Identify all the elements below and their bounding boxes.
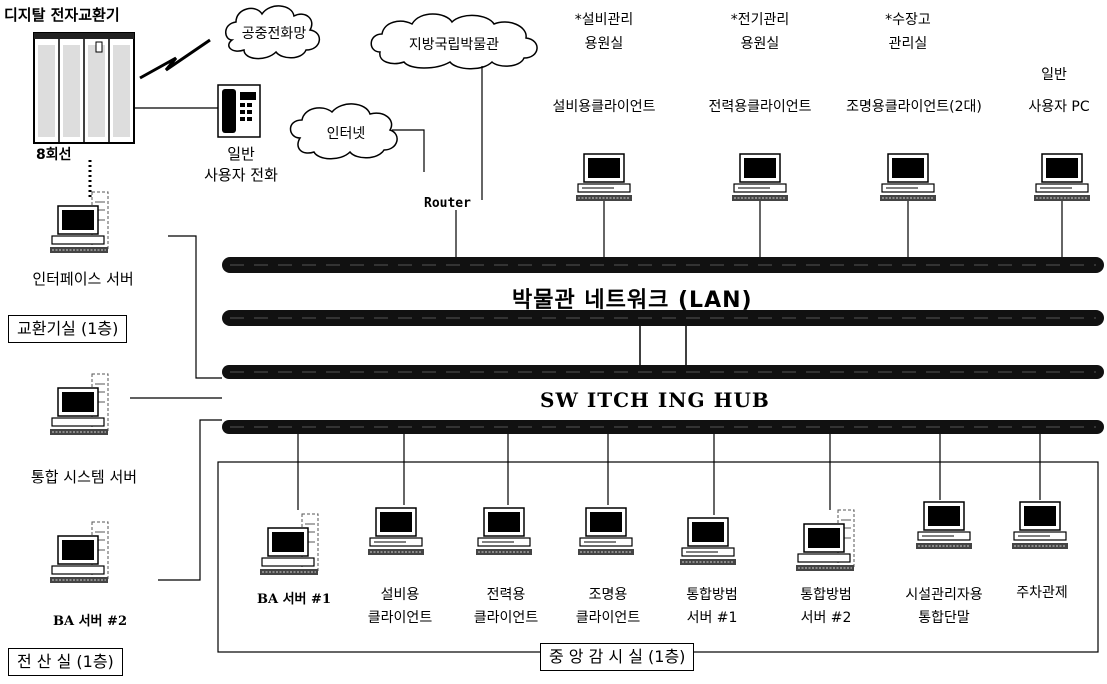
computer-room-label: 전 산 실 (1층) — [8, 648, 123, 676]
top-client-3-room-line1: *수장고 — [885, 12, 931, 28]
interface-server-label: 인터페이스 서버 — [32, 270, 134, 288]
phone-label: 일반 사용자 전화 — [186, 144, 296, 186]
pc-icon — [1033, 153, 1091, 202]
top-client-2-room: *전기관리 용원실 — [706, 8, 814, 56]
central-device-3-line2: 클라이언트 — [473, 610, 539, 626]
central-device-1-label: BA 서버 #1 — [257, 592, 331, 607]
top-client-3-room-line2: 관리실 — [888, 36, 928, 52]
top-client-1-label: 설비용클라이언트 — [552, 99, 656, 115]
switching-hub-bus — [222, 365, 1104, 434]
pc-icon — [475, 507, 533, 556]
pstn-cloud-label: 공중전화망 — [241, 26, 307, 42]
top-client-3-room: *수장고 관리실 — [854, 8, 962, 56]
central-device-5-label: 통합방범 서버 #1 — [662, 584, 762, 630]
pstn-cloud-icon — [225, 5, 320, 60]
internet-cloud-label: 인터넷 — [326, 126, 366, 142]
pc-icon — [679, 517, 737, 566]
museum-cloud-icon — [370, 13, 538, 70]
exchange-title: 디지탈 전자교환기 — [4, 6, 120, 24]
server-icon — [795, 509, 855, 572]
central-device-7-label: 시설관리자용 통합단말 — [884, 584, 1004, 630]
top-client-2-label: 전력용클라이언트 — [708, 99, 812, 115]
pc-icon — [879, 153, 937, 202]
top-client-1-room-line2: 용원실 — [584, 36, 624, 52]
phone-label-line1: 일반 — [227, 145, 255, 163]
top-client-1-room: *설비관리 용원실 — [550, 8, 658, 56]
ba-server-2-label: BA 서버 #2 — [53, 614, 127, 629]
central-room-label: 중 앙 감 시 실 (1층) — [540, 643, 695, 671]
central-device-5-line1: 통합방범 — [686, 587, 738, 603]
central-device-4-line2: 클라이언트 — [575, 610, 641, 626]
central-device-8-label: 주차관제 — [1016, 585, 1068, 601]
top-client-4-label: 사용자 PC — [1028, 99, 1090, 115]
pc-icon — [915, 501, 973, 550]
central-device-6-line1: 통합방범 — [800, 587, 852, 603]
interface-server-icon — [49, 191, 109, 254]
top-client-2-room-line2: 용원실 — [740, 36, 780, 52]
central-device-2-line2: 클라이언트 — [367, 610, 433, 626]
integrated-server-label: 통합 시스템 서버 — [30, 468, 138, 486]
central-device-4-label: 조명용 클라이언트 — [558, 584, 658, 630]
router-label: Router — [424, 196, 471, 211]
pc-icon — [575, 153, 633, 202]
lan-label: 박물관 네트워크 (LAN) — [512, 288, 753, 313]
phone-label-line2: 사용자 전화 — [204, 166, 278, 184]
digital-exchange-icon — [33, 32, 135, 144]
ba-server-1-icon — [259, 513, 319, 576]
wireless-bolt-icon — [139, 38, 211, 80]
central-device-6-label: 통합방범 서버 #2 — [776, 584, 876, 630]
lan-bus — [222, 257, 1104, 326]
central-device-4-line1: 조명용 — [588, 587, 628, 603]
exchange-room-label: 교환기실 (1층) — [8, 315, 128, 343]
top-client-2-room-line1: *전기관리 — [730, 12, 790, 28]
pc-icon — [1011, 501, 1069, 550]
central-device-5-line2: 서버 #1 — [686, 610, 738, 626]
central-device-3-label: 전력용 클라이언트 — [456, 584, 556, 630]
central-device-7-line1: 시설관리자용 — [905, 587, 983, 603]
central-device-6-line2: 서버 #2 — [800, 610, 852, 626]
pc-icon — [731, 153, 789, 202]
hub-label: SW ITCH ING HUB — [540, 388, 770, 412]
pc-icon — [577, 507, 635, 556]
telephone-icon — [217, 84, 261, 138]
internet-cloud-icon — [289, 103, 398, 160]
central-device-7-line2: 통합단말 — [918, 610, 970, 626]
central-device-2-label: 설비용 클라이언트 — [350, 584, 450, 630]
central-device-3-line1: 전력용 — [486, 587, 526, 603]
exchange-lines-label: 8회선 — [36, 147, 72, 163]
pc-icon — [367, 507, 425, 556]
top-client-3-label: 조명용클라이언트(2대) — [846, 99, 982, 115]
integrated-server-icon — [49, 373, 109, 436]
top-client-1-room-line1: *설비관리 — [574, 12, 634, 28]
museum-cloud-label: 지방국립박물관 — [408, 37, 500, 53]
central-device-2-line1: 설비용 — [380, 587, 420, 603]
top-client-4-room: 일반 — [1041, 67, 1067, 83]
ba-server-2-icon — [49, 521, 109, 584]
